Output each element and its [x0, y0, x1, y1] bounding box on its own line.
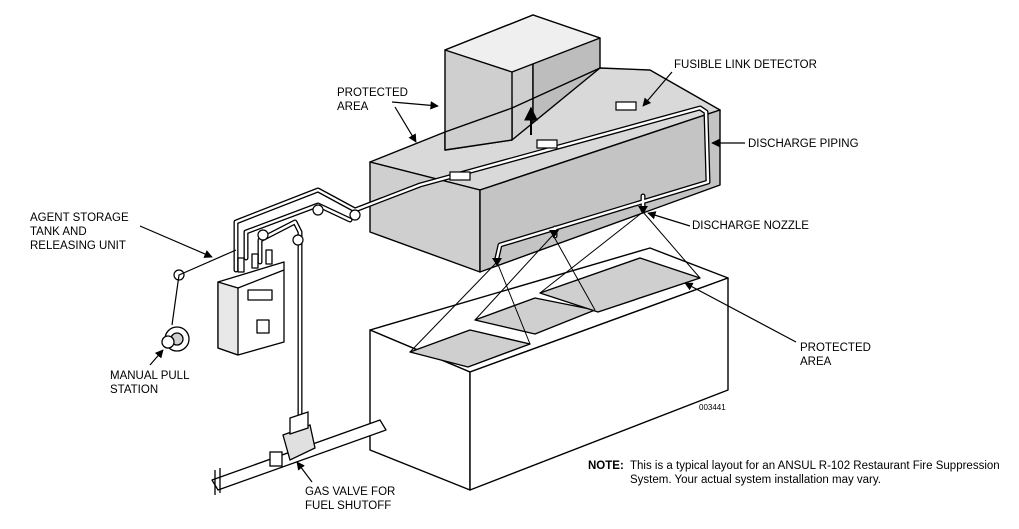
- figure-code: 003441: [699, 403, 726, 412]
- manual-pull-station: [161, 326, 190, 352]
- pull-cable: [171, 249, 237, 326]
- fusible-link-detectors: [449, 101, 637, 181]
- label-protected-area-hood: PROTECTED AREA: [337, 87, 408, 113]
- note-text: This is a typical layout for an ANSUL R-…: [630, 460, 1000, 486]
- installation-note: NOTE: This is a typical layout for an ANS…: [588, 459, 1008, 487]
- label-discharge-nozzle: DISCHARGE NOZZLE: [692, 220, 809, 232]
- label-discharge-piping: DISCHARGE PIPING: [748, 138, 859, 150]
- gas-valve: [269, 411, 316, 467]
- leader-lines: [139, 71, 797, 483]
- discharge-nozzles: [492, 206, 648, 266]
- pulleys: [173, 204, 361, 281]
- label-protected-area-appliance: PROTECTED AREA: [800, 342, 871, 368]
- label-manual-pull-station: MANUAL PULL STATION: [110, 370, 190, 396]
- cooking-appliance: [369, 247, 729, 491]
- agent-storage-unit: [217, 249, 285, 356]
- label-agent-storage: AGENT STORAGE TANK AND RELEASING UNIT: [30, 212, 129, 252]
- note-label: NOTE:: [588, 460, 624, 472]
- discharge-piping-inner: [234, 106, 710, 422]
- label-gas-valve: GAS VALVE FOR FUEL SHUTOFF: [305, 486, 396, 512]
- label-fusible-link-detector: FUSIBLE LINK DETECTOR: [674, 59, 817, 71]
- spray-patterns: [409, 211, 701, 353]
